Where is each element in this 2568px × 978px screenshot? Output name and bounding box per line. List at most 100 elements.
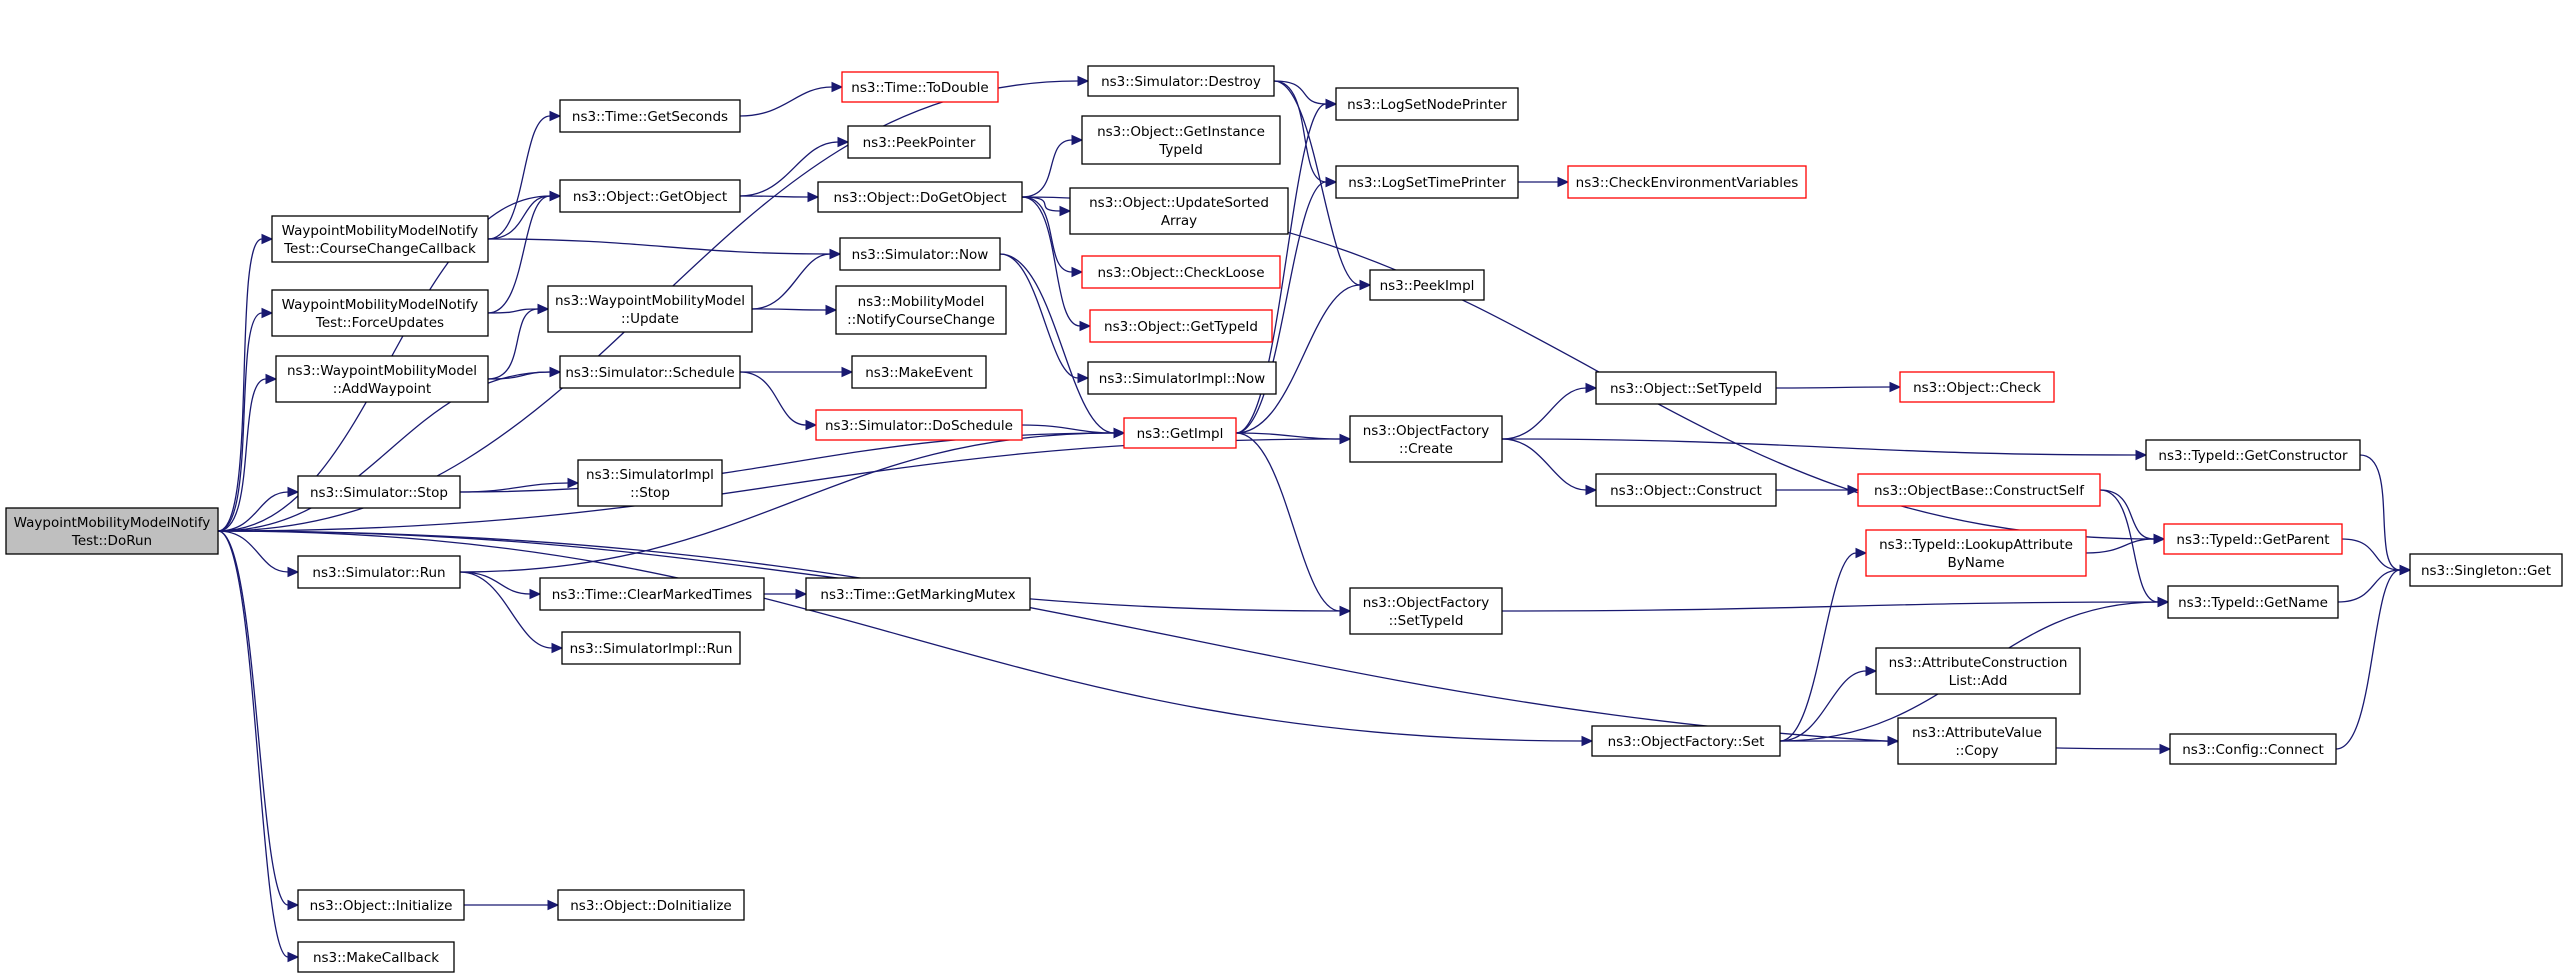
edge-line <box>751 253 831 310</box>
node-label: ns3::SimulatorImpl::Run <box>570 641 733 657</box>
arrowhead <box>551 642 564 654</box>
arrowhead <box>1585 382 1598 394</box>
arrowhead <box>1071 134 1084 146</box>
arrowhead <box>1889 381 1902 393</box>
edge-dogetobj-updsorted <box>1021 196 1072 217</box>
node-chkloose[interactable]: ns3::Object::CheckLoose <box>1081 255 1281 289</box>
node-ccb[interactable]: WaypointMobilityModelNotifyTest::CourseC… <box>271 215 489 263</box>
arrowhead <box>1847 484 1860 496</box>
node-todbl[interactable]: ns3::Time::ToDouble <box>841 71 999 103</box>
node-box <box>1875 647 2081 695</box>
node-peekimpl[interactable]: ns3::PeekImpl <box>1369 269 1485 301</box>
node-getimpl[interactable]: ns3::GetImpl <box>1123 417 1237 449</box>
edge-wpupd-simnow <box>751 248 842 310</box>
node-getname[interactable]: ns3::TypeId::GetName <box>2167 585 2339 619</box>
node-objsettid[interactable]: ns3::Object::SetTypeId <box>1595 371 1777 405</box>
node-box <box>841 71 999 103</box>
edge-line <box>1779 670 1867 742</box>
node-objgettid[interactable]: ns3::Object::GetTypeId <box>1089 309 1273 343</box>
node-label: ::Create <box>1399 441 1453 457</box>
node-init[interactable]: ns3::Object::Initialize <box>297 889 465 921</box>
node-box <box>1349 415 1503 463</box>
node-box <box>839 237 1001 271</box>
node-fu[interactable]: WaypointMobilityModelNotifyTest::ForceUp… <box>271 289 489 337</box>
edge-line <box>1501 601 2159 612</box>
node-getmm[interactable]: ns3::Time::GetMarkingMutex <box>805 577 1031 611</box>
edge-dorun-stop <box>217 486 300 532</box>
node-lognode[interactable]: ns3::LogSetNodePrinter <box>1335 87 1519 121</box>
node-objcheck[interactable]: ns3::Object::Check <box>1899 371 2055 403</box>
node-constself[interactable]: ns3::ObjectBase::ConstructSelf <box>1857 473 2101 507</box>
node-clrmt[interactable]: ns3::Time::ClearMarkedTimes <box>539 577 765 611</box>
edge-getsec-todbl <box>739 81 844 117</box>
edge-line <box>217 238 263 532</box>
edge-sched-mkevent <box>740 366 854 378</box>
node-dosched[interactable]: ns3::Simulator::DoSchedule <box>815 409 1023 441</box>
edge-line <box>2341 538 2401 571</box>
node-avcopy[interactable]: ns3::AttributeValue::Copy <box>1897 717 2057 765</box>
edge-dorun-addwp <box>217 373 278 532</box>
node-label: WaypointMobilityModelNotify <box>282 223 479 239</box>
node-getsec[interactable]: ns3::Time::GetSeconds <box>559 99 741 133</box>
node-peekptr[interactable]: ns3::PeekPointer <box>847 125 991 159</box>
node-box <box>1349 587 1503 635</box>
node-box <box>2163 523 2343 555</box>
node-addwp[interactable]: ns3::WaypointMobilityModel::AddWaypoint <box>275 355 489 403</box>
node-dogetobj[interactable]: ns3::Object::DoGetObject <box>817 181 1023 213</box>
node-box <box>1081 255 1281 289</box>
node-simnow[interactable]: ns3::Simulator::Now <box>839 237 1001 271</box>
arrowhead <box>1079 320 1092 332</box>
edge-line <box>487 308 539 314</box>
edge-logtime-chkenv <box>1518 176 1570 188</box>
node-label: ::Update <box>621 311 679 327</box>
node-cfgconn[interactable]: ns3::Config::Connect <box>2169 733 2337 765</box>
node-ofset[interactable]: ns3::ObjectFactory::Set <box>1591 725 1781 757</box>
node-box <box>851 355 987 389</box>
node-mkevent[interactable]: ns3::MakeEvent <box>851 355 987 389</box>
edge-line <box>739 195 809 198</box>
node-objconst[interactable]: ns3::Object::Construct <box>1595 473 1777 507</box>
edge-ofcreate-objsettid <box>1501 382 1598 440</box>
node-siRun[interactable]: ns3::SimulatorImpl::Run <box>561 631 741 665</box>
edge-dogetobj-objgettid <box>1021 196 1092 332</box>
edge-run-siRun <box>459 571 564 654</box>
node-siStop[interactable]: ns3::SimulatorImpl::Stop <box>577 459 723 507</box>
node-label: TypeId <box>1158 142 1203 158</box>
node-ofcreate[interactable]: ns3::ObjectFactory::Create <box>1349 415 1503 463</box>
node-chkenv[interactable]: ns3::CheckEnvironmentVariables <box>1567 165 1807 199</box>
arrowhead <box>1059 205 1072 217</box>
node-destroy[interactable]: ns3::Simulator::Destroy <box>1087 65 1275 97</box>
node-sched[interactable]: ns3::Simulator::Schedule <box>559 355 741 389</box>
node-ofsettid[interactable]: ns3::ObjectFactory::SetTypeId <box>1349 587 1503 635</box>
node-doinit[interactable]: ns3::Object::DoInitialize <box>557 889 745 921</box>
node-label: ::NotifyCourseChange <box>847 312 995 328</box>
node-box <box>5 507 219 555</box>
node-run[interactable]: ns3::Simulator::Run <box>297 555 461 589</box>
node-getctor[interactable]: ns3::TypeId::GetConstructor <box>2145 439 2361 471</box>
node-makecb[interactable]: ns3::MakeCallback <box>297 941 455 973</box>
node-box <box>297 889 465 921</box>
edge-line <box>1235 181 1327 434</box>
node-logtime[interactable]: ns3::LogSetTimePrinter <box>1335 165 1519 199</box>
edge-line <box>999 253 1115 434</box>
node-box <box>1087 65 1275 97</box>
node-mmnotify[interactable]: ns3::MobilityModel::NotifyCourseChange <box>835 285 1007 335</box>
node-label: ns3::Object::Construct <box>1610 483 1762 499</box>
arrowhead <box>287 486 300 498</box>
edge-ccb-simnow <box>487 238 842 260</box>
edge-line <box>487 371 551 380</box>
node-wpupd[interactable]: ns3::WaypointMobilityModel::Update <box>547 285 753 333</box>
node-getparent[interactable]: ns3::TypeId::GetParent <box>2163 523 2343 555</box>
node-singleton[interactable]: ns3::Singleton::Get <box>2409 553 2563 587</box>
node-siNow[interactable]: ns3::SimulatorImpl::Now <box>1087 361 1277 395</box>
node-label: ns3::Singleton::Get <box>2421 563 2551 579</box>
arrowhead <box>2159 743 2172 755</box>
node-getobj[interactable]: ns3::Object::GetObject <box>559 179 741 213</box>
edge-dorun-makecb <box>217 530 300 963</box>
node-stop[interactable]: ns3::Simulator::Stop <box>297 475 461 509</box>
